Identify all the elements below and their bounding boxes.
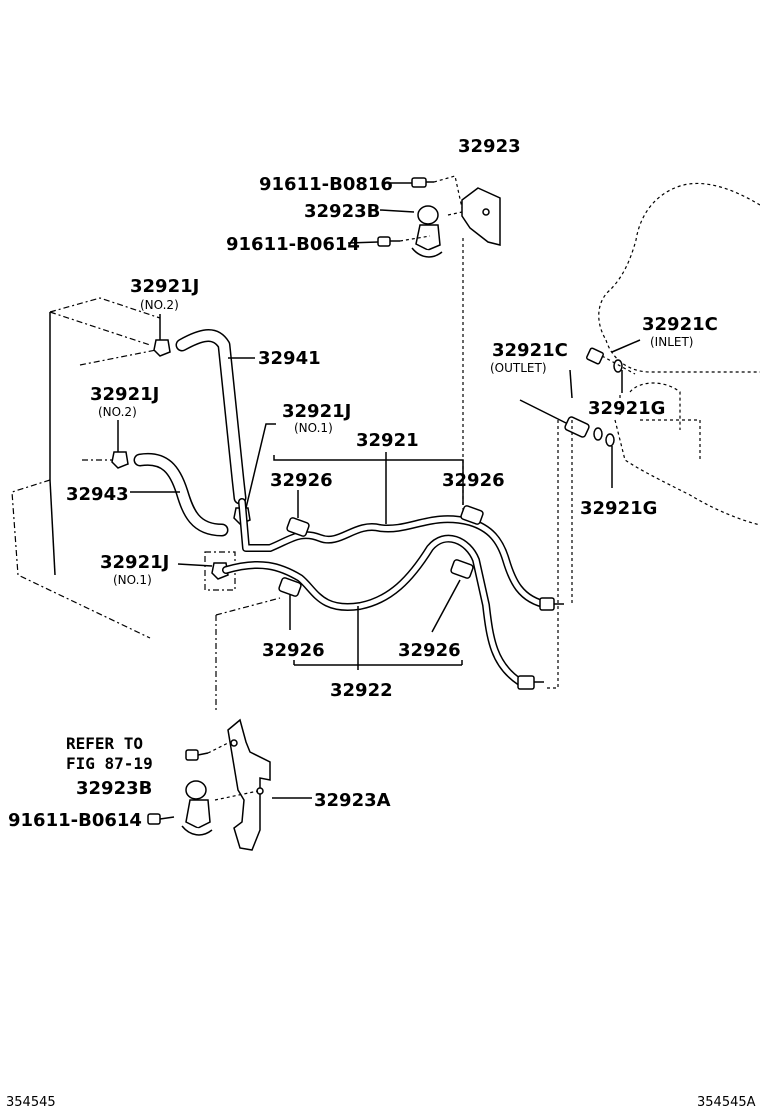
top-bracket-assembly	[377, 175, 501, 510]
label-refer-to: REFER TO	[66, 734, 143, 753]
hose-32941	[175, 329, 247, 505]
hose-32943	[133, 452, 229, 537]
clamp-32923b-bottom	[185, 780, 207, 800]
label-32926-b: 32926	[442, 470, 505, 491]
label-32926-a: 32926	[270, 470, 333, 491]
label-32926-d: 32926	[398, 640, 461, 661]
label-32921j-no2-b-sub: (NO.2)	[98, 405, 137, 419]
label-32921j-no2-b: 32921J	[90, 384, 159, 405]
label-32921: 32921	[356, 430, 419, 451]
cushions-32926	[278, 505, 484, 597]
bracket-32923	[461, 187, 501, 246]
label-fig-87-19: FIG 87-19	[66, 754, 153, 773]
label-32921j-no1-c: 32921J	[282, 401, 351, 422]
label-32923b-top: 32923B	[304, 201, 380, 222]
pipe-32922	[222, 534, 544, 690]
label-91611-b0614-top: 91611-B0614	[226, 234, 360, 255]
union-32921c-outlet	[564, 416, 590, 438]
label-32941: 32941	[258, 348, 321, 369]
label-32921j-no2-a: 32921J	[130, 276, 199, 297]
label-32923b-bottom: 32923B	[76, 778, 152, 799]
bolt-refer	[185, 749, 199, 761]
label-32943: 32943	[66, 484, 129, 505]
figure-code-left: 354545	[6, 1095, 56, 1110]
label-32921j-no1-c-sub: (NO.1)	[294, 421, 333, 435]
transmission-outline	[598, 182, 760, 526]
label-32921c-outlet-sub: (OUTLET)	[490, 361, 547, 375]
label-32923: 32923	[458, 136, 521, 157]
label-32921c-inlet-sub: (INLET)	[650, 335, 693, 349]
part-labels: 32923 91611-B0816 32923B 91611-B0614 329…	[8, 136, 718, 831]
pipe-32921	[238, 498, 564, 611]
footer: 354545 354545A	[6, 1095, 756, 1110]
cushion-32926-a	[286, 517, 310, 537]
label-32922: 32922	[330, 680, 393, 701]
clamp-32921j-b	[111, 451, 129, 469]
cushion-32926-d	[450, 559, 474, 579]
leader-lines	[117, 182, 641, 799]
cooler-fittings	[519, 347, 636, 689]
label-91611-b0816: 91611-B0816	[259, 174, 393, 195]
bracket-32923a	[227, 718, 271, 851]
label-32921c-inlet: 32921C	[642, 314, 718, 335]
label-91611-b0614-bottom: 91611-B0614	[8, 810, 142, 831]
label-32923a: 32923A	[314, 790, 391, 811]
label-32921j-no2-a-sub: (NO.2)	[140, 298, 179, 312]
bolt-91611-b0816	[411, 177, 427, 188]
clamp-32921j-a	[153, 339, 171, 357]
label-32926-c: 32926	[262, 640, 325, 661]
cushion-32926-b	[460, 505, 484, 525]
label-32921g-b: 32921G	[580, 498, 657, 519]
label-32921g-a: 32921G	[588, 398, 665, 419]
bottom-bracket-assembly	[147, 597, 281, 851]
bolt-91611-b0614-bottom	[147, 813, 161, 825]
union-32921c-inlet	[586, 347, 604, 365]
gasket-32921g-b	[605, 433, 615, 447]
cushion-32926-c	[278, 577, 302, 597]
label-32921c-outlet: 32921C	[492, 340, 568, 361]
clamp-32923b-top	[417, 205, 439, 225]
figure-code-right: 354545A	[697, 1095, 756, 1110]
radiator-outline	[11, 297, 161, 639]
label-32921j-no1-d: 32921J	[100, 552, 169, 573]
gasket-32921g-a	[613, 359, 623, 373]
bolt-91611-b0614-top	[377, 236, 391, 247]
label-32921j-no1-d-sub: (NO.1)	[113, 573, 152, 587]
